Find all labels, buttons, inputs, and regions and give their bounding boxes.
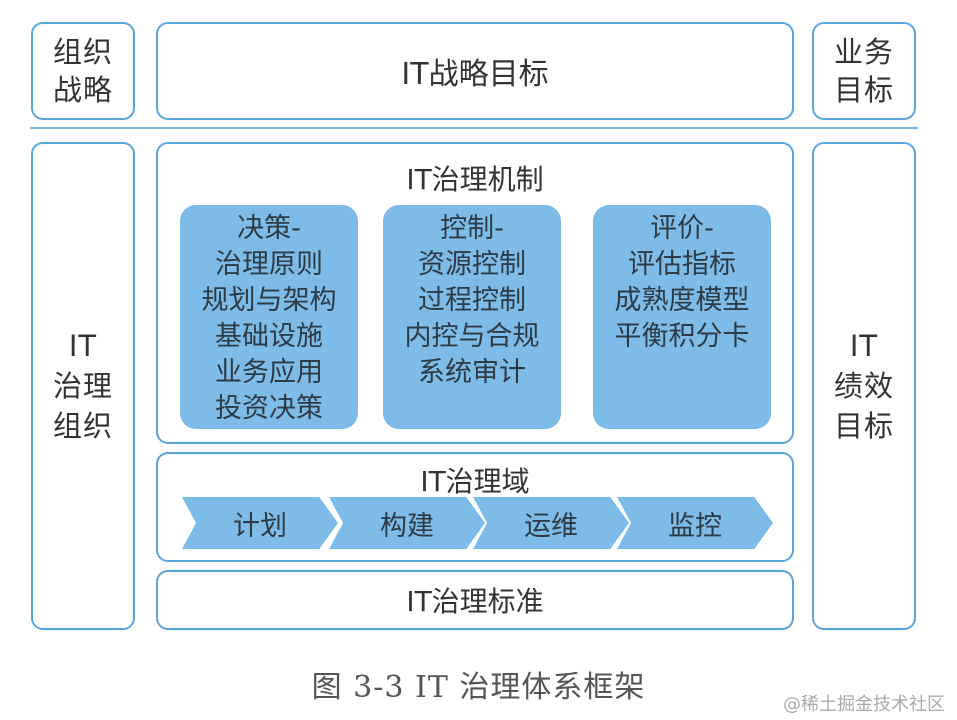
watermark: @稀土掘金技术社区 [783, 694, 945, 715]
step-build-arrow: 构建 [329, 497, 485, 549]
step-monitor-label: 监控 [668, 510, 722, 542]
step-operate-arrow: 运维 [473, 497, 629, 549]
decision-card: 决策- 治理原则 规划与架构 基础设施 业务应用 投资决策 [180, 205, 358, 429]
step-plan-arrow: 计划 [182, 497, 338, 549]
standard-label: IT治理标准 [406, 585, 544, 618]
step-plan-label: 计划 [233, 510, 287, 542]
org-strategy-box: 组织 战略 [31, 22, 135, 120]
it-strategy-goal-label: IT战略目标 [401, 57, 549, 92]
step-monitor-arrow: 监控 [617, 497, 773, 549]
domain-title: IT治理域 [420, 465, 530, 498]
evaluation-card: 评价- 评估指标 成熟度模型 平衡积分卡 [593, 205, 771, 429]
figure-caption: 图 3-3 IT 治理体系框架 [311, 670, 646, 705]
it-strategy-goal-box: IT战略目标 [156, 22, 794, 120]
step-build-label: 构建 [380, 510, 434, 542]
control-card: 控制- 资源控制 过程控制 内控与合规 系统审计 [383, 205, 561, 429]
it-performance-goal-box: IT 绩效 目标 [812, 142, 916, 630]
org-strategy-label: 组织 战略 [52, 35, 113, 107]
business-goal-label: 业务 目标 [833, 35, 894, 107]
divider-line [30, 127, 918, 129]
mechanism-title: IT治理机制 [406, 163, 544, 196]
it-performance-goal-label: IT 绩效 目标 [833, 329, 894, 443]
business-goal-box: 业务 目标 [812, 22, 916, 120]
step-operate-label: 运维 [524, 510, 578, 542]
it-governance-org-box: IT 治理 组织 [31, 142, 135, 630]
it-governance-standard-box: IT治理标准 [156, 570, 794, 630]
it-governance-org-label: IT 治理 组织 [52, 329, 113, 443]
